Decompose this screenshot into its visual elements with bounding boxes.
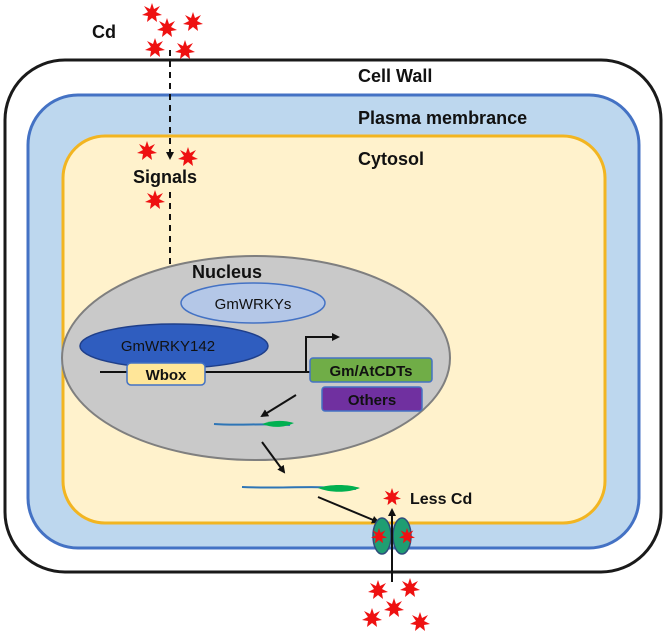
cd-ion-icon	[384, 598, 404, 617]
cell-wall-label: Cell Wall	[358, 66, 432, 86]
cd-ion-icon	[157, 18, 177, 37]
translation-arrow	[317, 496, 380, 524]
others-label: Others	[348, 392, 396, 409]
transcript-icon	[213, 420, 294, 427]
export-arrow	[261, 441, 286, 474]
cdts-gene	[309, 357, 433, 383]
cd-ion-icon	[175, 40, 195, 59]
cd-ions-outside-top	[142, 3, 203, 59]
cd-ion-icon	[145, 38, 165, 57]
cd-ion-icon	[410, 612, 430, 631]
cd-ion-icon	[183, 12, 203, 31]
wbox-label: Wbox	[146, 367, 187, 384]
cd-ion-icon	[368, 580, 388, 599]
others-gene	[321, 386, 423, 412]
cd-ion-icon	[362, 608, 382, 627]
transcription-arrow	[260, 394, 297, 418]
transcript-icon	[241, 485, 360, 492]
gmwrkys-label: GmWRKYs	[215, 296, 292, 313]
gmwrkys-protein	[180, 282, 326, 324]
promoter-arrow-icon	[305, 333, 340, 372]
cd-ions-outside-bottom	[362, 578, 430, 631]
cd-ion-icon	[142, 3, 162, 22]
nucleus-label: Nucleus	[192, 262, 262, 282]
cd-ion-icon	[400, 578, 420, 597]
less-cd-label: Less Cd	[410, 491, 472, 508]
plasma-membrane-label: Plasma membrance	[358, 108, 527, 128]
cd-label: Cd	[92, 22, 116, 42]
gmwrky142-label: GmWRKY142	[121, 338, 215, 355]
cdts-label: Gm/AtCDTs	[329, 363, 412, 380]
cytosol-label: Cytosol	[358, 149, 424, 169]
wbox-element	[126, 362, 206, 386]
signals-label: Signals	[133, 167, 197, 187]
